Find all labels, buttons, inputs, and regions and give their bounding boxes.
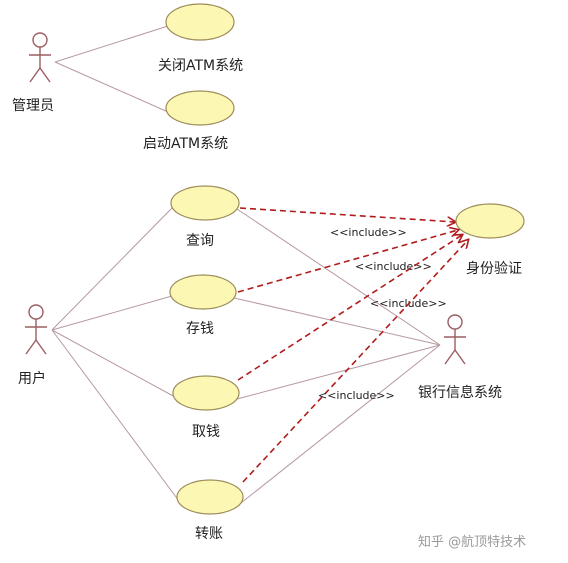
include-label: <<include>> [330,226,407,239]
use-case-auth[interactable]: 身份验证 [455,203,525,277]
use-case-withdraw[interactable]: 取钱 [172,375,240,440]
actor-right-leg-icon [39,67,51,83]
actor-left-leg-icon [444,349,456,365]
actor-head-icon [32,32,48,48]
association-deposit-bank [233,297,441,346]
use-case-ellipse[interactable] [165,90,235,126]
include-label: <<include>> [355,260,432,273]
include-label: <<include>> [318,389,395,402]
use-case-label: 启动ATM系统 [143,136,228,152]
use-case-ellipse[interactable] [169,274,237,310]
use-case-ellipse[interactable] [172,375,240,411]
use-case-label: 身份验证 [466,261,522,277]
association-user-transfer [51,329,180,502]
use-case-label: 取钱 [192,424,220,440]
actor-user[interactable]: 用户 [18,304,47,387]
use-case-start_atm[interactable]: 启动ATM系统 [143,90,235,152]
association-withdraw-bank [236,344,441,400]
use-case-ellipse[interactable] [165,3,235,41]
include-arrow-transfer [242,240,468,483]
use-case-ellipse[interactable] [170,185,240,221]
actor-head-icon [28,304,44,320]
actor-left-leg-icon [25,339,37,355]
association-transfer-bank [240,344,441,504]
include-layer: <<include>><<include>><<include>><<inclu… [237,207,468,483]
include-arrow-withdraw [237,235,462,381]
use-case-label: 转账 [195,526,223,542]
association-admin-start_atm [54,61,169,113]
watermark: 知乎 @航顶特技术 [418,534,526,550]
actor-bank[interactable]: 银行信息系统 [418,314,502,401]
use-case-ellipse[interactable] [176,479,244,515]
association-query-bank [236,208,441,346]
actor-left-leg-icon [29,67,41,83]
association-user-query [51,206,174,331]
actor-label: 用户 [18,370,46,387]
actor-admin[interactable]: 管理员 [12,32,54,114]
actor-head-icon [447,314,463,330]
use-case-label: 查询 [186,233,214,249]
use-case-query[interactable]: 查询 [170,185,240,249]
association-user-withdraw [51,329,176,398]
actor-right-leg-icon [454,349,466,365]
use-case-deposit[interactable]: 存钱 [169,274,237,337]
use-case-ellipse[interactable] [455,203,525,239]
association-admin-close_atm [54,25,169,63]
association-user-deposit [51,295,173,331]
use-case-label: 关闭ATM系统 [158,58,243,74]
actor-label: 管理员 [12,98,54,114]
association-layer [51,25,441,504]
include-arrow-deposit [237,230,458,293]
actor-label: 银行信息系统 [418,384,502,401]
use-case-transfer[interactable]: 转账 [176,479,244,542]
use-case-close_atm[interactable]: 关闭ATM系统 [158,3,243,74]
use-case-label: 存钱 [186,321,214,337]
actor-right-leg-icon [35,339,47,355]
include-arrow-query [239,207,455,222]
